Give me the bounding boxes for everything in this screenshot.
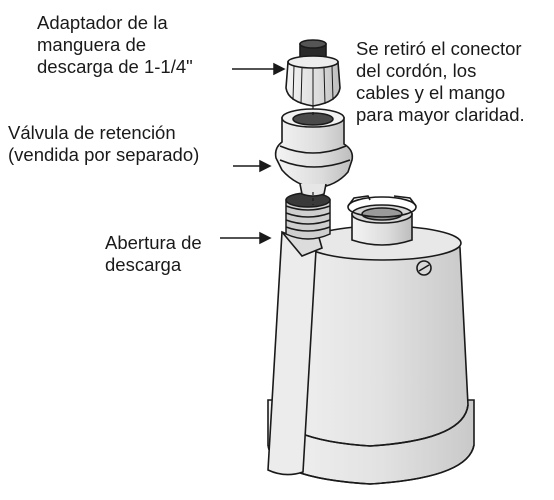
- pointer-arrows: [220, 62, 286, 245]
- hose-adapter-label-line-1: Adaptador de la: [37, 12, 168, 33]
- check-valve-part: [274, 108, 354, 197]
- clarity-note-line-1: Se retiró el conector: [356, 38, 522, 59]
- hose-adapter-label-line-2: manguera de: [37, 34, 147, 55]
- hose-adapter-part: [285, 39, 341, 107]
- clarity-note: Se retiró el conector del cordón, los ca…: [356, 38, 525, 126]
- discharge-opening-label-line-1: Abertura de: [105, 232, 202, 253]
- discharge-opening-label-line-2: descarga: [105, 254, 182, 275]
- pump-body: [267, 195, 475, 485]
- clarity-note-line-2: del cordón, los: [356, 60, 477, 81]
- discharge-opening-label: Abertura de descarga: [105, 232, 202, 276]
- check-valve-label: Válvula de retención (vendida por separa…: [8, 122, 199, 166]
- check-valve-label-line-1: Válvula de retención: [8, 122, 176, 143]
- clarity-note-line-3: cables y el mango: [356, 82, 506, 103]
- hose-adapter-label: Adaptador de la manguera de descarga de …: [37, 12, 193, 78]
- hose-adapter-label-line-3: descarga de 1-1/4": [37, 56, 193, 77]
- check-valve-label-line-2: (vendida por separado): [8, 144, 200, 165]
- discharge-opening-threads: [285, 192, 331, 240]
- clarity-note-line-4: para mayor claridad.: [356, 104, 525, 125]
